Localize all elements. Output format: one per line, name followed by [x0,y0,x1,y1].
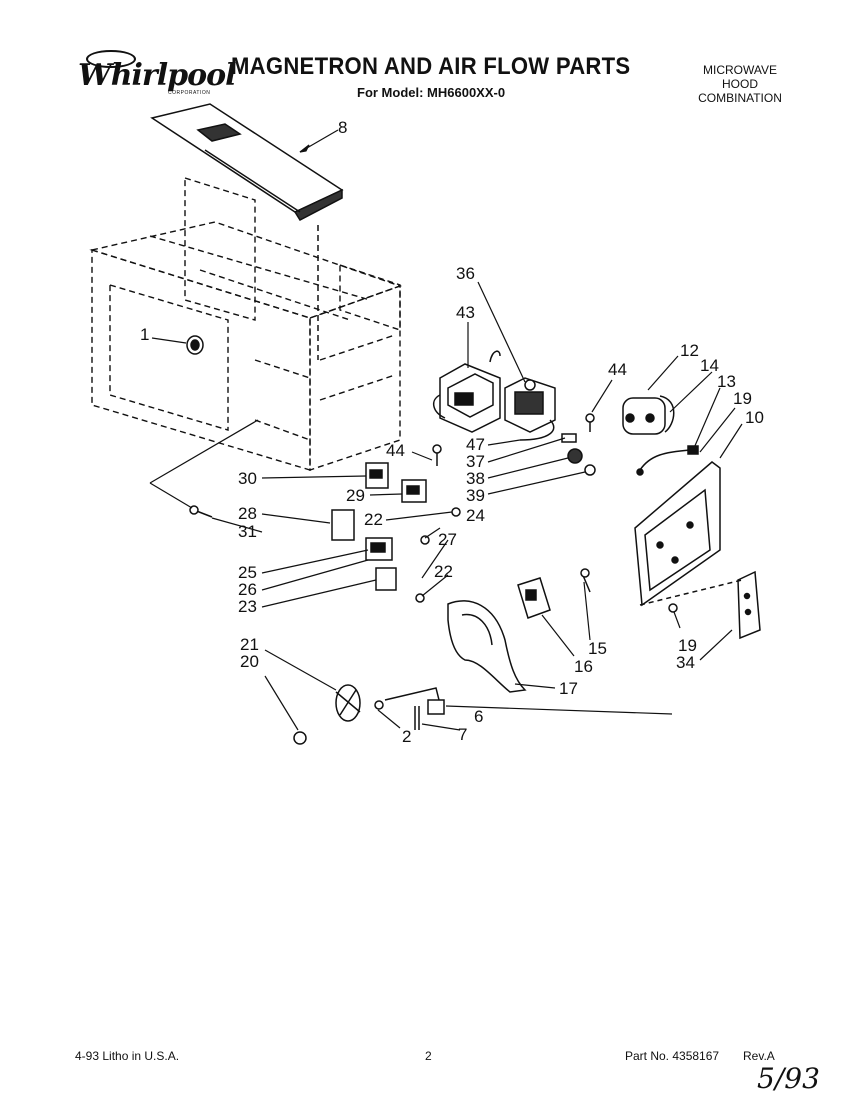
callout-43: 43 [456,303,475,322]
product-line-1: MICROWAVE [703,63,777,77]
callout-22-upper: 22 [364,510,383,529]
transformer-part [433,350,501,433]
capacitor-bracket-part [634,461,721,607]
callout-19-lower: 19 [678,636,697,655]
callout-24: 24 [466,506,485,525]
top-cover-part [150,103,344,221]
callout-37: 37 [466,452,485,471]
logo-wordmark: Whirlpool [78,58,236,93]
whirlpool-logo: Whirlpool CORPORATION [78,50,236,100]
callout-19: 19 [733,389,752,408]
callout-22-lower: 22 [434,562,453,581]
callout-25: 25 [238,563,257,582]
handwritten-date: 5/93 [757,1062,820,1095]
callout-29: 29 [346,486,365,505]
fan-blade-part [293,684,384,745]
callout-6: 6 [474,707,483,726]
callout-17: 17 [559,679,578,698]
callout-36: 36 [456,264,475,283]
callout-44-mid: 44 [386,441,405,460]
product-line-2: HOOD [722,77,758,91]
logo-oval-emblem [86,50,136,68]
interlock-switches [331,462,427,591]
model-number: For Model: MH6600XX-0 [357,85,506,100]
part-number: Part No. 4358167 [625,1049,720,1063]
grommet-part [186,335,204,355]
product-type: MICROWAVE HOOD COMBINATION [690,63,790,105]
page-number: 2 [425,1049,432,1063]
callout-44-top: 44 [608,360,627,379]
callout-23: 23 [238,597,257,616]
capacitor-part [622,395,675,435]
callout-27: 27 [438,530,457,549]
diode-part [636,445,699,476]
callout-2: 2 [402,727,411,746]
callout-15: 15 [588,639,607,658]
callout-14: 14 [700,356,719,375]
callout-30: 30 [238,469,257,488]
callout-1: 1 [140,325,149,344]
page-title: MAGNETRON AND AIR FLOW PARTS [231,53,631,80]
revision: Rev.A [743,1049,775,1063]
magnetron-part [504,377,556,441]
logo-corporation-text: CORPORATION [168,90,211,96]
callout-21: 21 [240,635,259,654]
callout-12: 12 [680,341,699,360]
callout-20: 20 [240,652,259,671]
callout-16: 16 [574,657,593,676]
callout-47: 47 [466,435,485,454]
callout-leaders [149,129,743,731]
mounting-screws [189,413,678,613]
callout-39: 39 [466,486,485,505]
callout-10: 10 [745,408,764,427]
callout-7: 7 [458,725,467,744]
motor-bracket-part [517,577,551,619]
cabinet-frame [89,177,403,471]
callout-labels: 8 1 36 43 12 14 13 19 10 44 44 47 37 38 … [140,118,764,746]
air-guide-part [447,600,527,693]
callout-8: 8 [338,118,347,137]
callout-13: 13 [717,372,736,391]
callout-28: 28 [238,504,257,523]
litho-note: 4-93 Litho in U.S.A. [75,1049,180,1063]
callout-38: 38 [466,469,485,488]
callout-31: 31 [238,522,257,541]
thermal-cutout-part [561,433,577,443]
fan-motor-part [384,687,445,730]
callout-34: 34 [676,653,695,672]
product-line-3: COMBINATION [698,91,782,105]
cover-plate-part [639,570,761,640]
callout-26: 26 [238,580,257,599]
